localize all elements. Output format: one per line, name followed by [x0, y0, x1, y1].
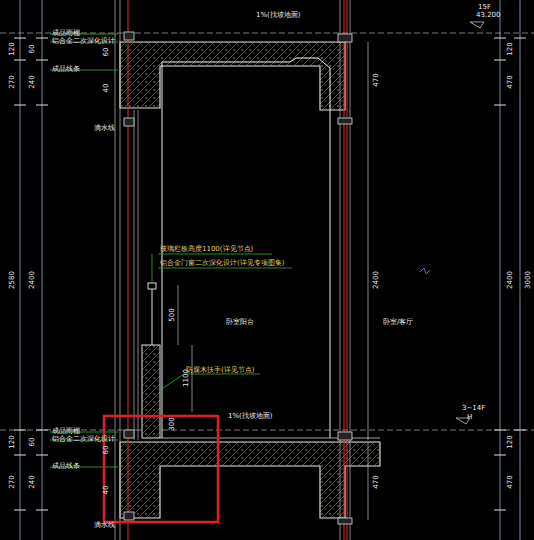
- dimension-text: 120: [8, 435, 16, 448]
- annotation-text: 铝合金二次深化设计: [52, 37, 115, 45]
- dimension-text: 60: [102, 48, 110, 57]
- dimension-text: 1100: [182, 369, 190, 387]
- dimension-text: 120: [506, 435, 514, 448]
- annotation-text: 滴水线: [94, 124, 115, 132]
- annotation-text: 卧室阳台: [226, 318, 254, 326]
- dimension-text: 120: [8, 42, 16, 55]
- annotation-text: 43.200: [476, 11, 501, 19]
- dimension-text: 2400: [506, 271, 514, 289]
- dimension-text: 240: [28, 75, 36, 88]
- dimension-text: 2580: [8, 271, 16, 289]
- dimension-text: 270: [8, 475, 16, 488]
- dimension-text: 40: [102, 486, 110, 495]
- dimension-text: 270: [8, 75, 16, 88]
- annotation-text: H: [467, 413, 472, 421]
- annotation-text: 1%(找坡地面): [228, 412, 273, 420]
- dimension-text: 60: [28, 438, 36, 447]
- dimension-text: 2400: [372, 271, 380, 289]
- annotation-text: 15F: [478, 3, 491, 11]
- annotation-text: 铝合金二次深化设计: [52, 435, 115, 443]
- annotation-text: 玻璃栏板高度1100(详见节点): [160, 245, 253, 253]
- annotation-text: 卧室/客厅: [383, 318, 413, 326]
- annotation-text: 成品雨棚: [52, 427, 80, 435]
- dimension-text: 60: [28, 45, 36, 54]
- annotation-text: 滴水线: [94, 521, 115, 529]
- annotation-text: 防腐木扶手(详见节点): [186, 366, 254, 374]
- dimension-text: 470: [506, 475, 514, 488]
- dimension-text: 240: [28, 475, 36, 488]
- dimension-text: 2400: [28, 271, 36, 289]
- dimension-text: 300: [168, 417, 176, 430]
- dimension-text: 470: [372, 73, 380, 86]
- dimension-text: 40: [102, 84, 110, 93]
- annotation-text: 1%(找坡地面): [256, 11, 301, 19]
- dimension-text: 470: [506, 75, 514, 88]
- dimension-text: 120: [506, 42, 514, 55]
- annotation-text: 铝合金门窗二次深化设计(详见专项图集): [160, 259, 284, 267]
- annotation-text: 成品线条: [52, 462, 80, 470]
- dimension-text: 3000: [524, 271, 532, 289]
- annotation-text: 3~14F: [462, 404, 485, 412]
- annotation-text: 成品线条: [52, 65, 80, 73]
- annotation-text: 成品雨棚: [52, 29, 80, 37]
- dimension-text: 60: [102, 446, 110, 455]
- dimension-text: 500: [168, 308, 176, 321]
- dimension-text: 470: [372, 475, 380, 488]
